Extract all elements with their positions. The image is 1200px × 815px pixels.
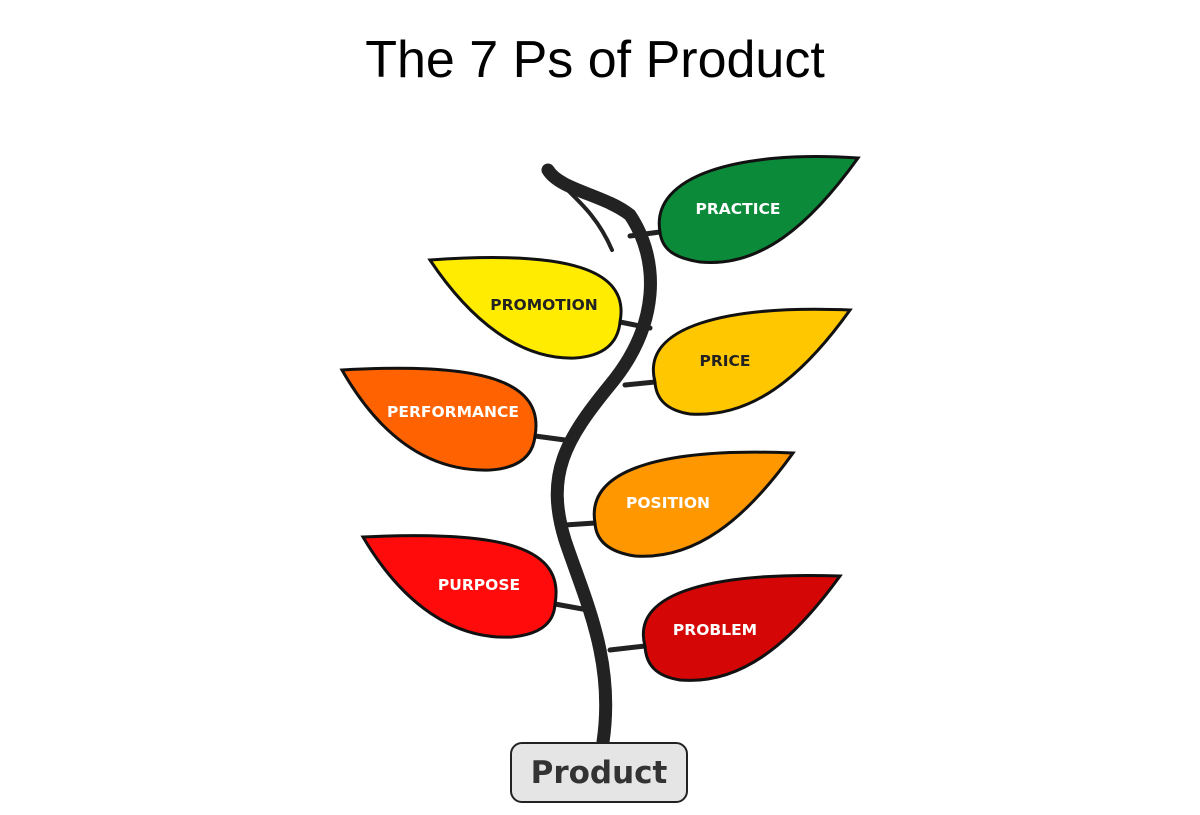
leaf-performance: PERFORMANCE	[339, 366, 538, 472]
leaf-label-performance: PERFORMANCE	[387, 403, 519, 421]
leaf-label-problem: PROBLEM	[673, 621, 757, 639]
leaf-purpose: PURPOSE	[360, 534, 558, 639]
leaf-promotion: PROMOTION	[427, 256, 623, 360]
stalks	[532, 229, 663, 653]
leaf-position: POSITION	[592, 450, 796, 558]
root-product-label: Product	[530, 754, 668, 791]
leaf-label-price: PRICE	[699, 352, 750, 370]
leaf-label-practice: PRACTICE	[696, 200, 781, 218]
leaf-practice: PRACTICE	[657, 155, 861, 265]
leaf-problem: PROBLEM	[641, 574, 843, 682]
diagram-title: The 7 Ps of Product	[365, 31, 825, 89]
leaf-label-promotion: PROMOTION	[490, 296, 598, 314]
stem	[541, 163, 657, 749]
root-product-box: Product	[510, 742, 688, 803]
leaf-price: PRICE	[651, 307, 853, 416]
leaf-label-position: POSITION	[626, 494, 710, 512]
leaf-label-purpose: PURPOSE	[438, 576, 520, 594]
